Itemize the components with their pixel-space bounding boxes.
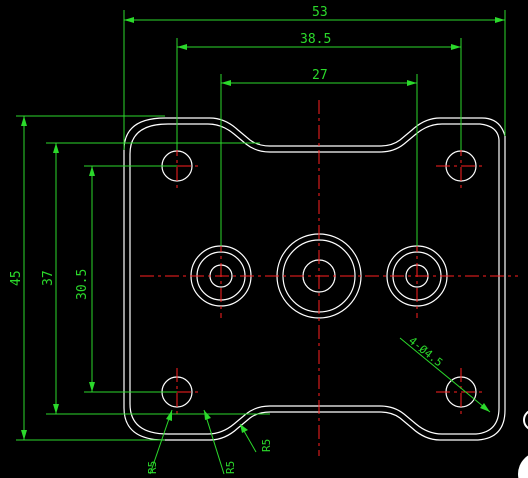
dim-inner-hole-spacing: 27 — [220, 68, 418, 246]
dim-38-5-label: 38.5 — [300, 32, 331, 47]
dim-37-label: 37 — [41, 270, 56, 286]
radius-callouts: R5 R5 R5 — [146, 409, 273, 475]
radius-label-2: R5 — [224, 461, 237, 474]
hole-callout-label: 4-Ø4.5 — [406, 334, 445, 369]
dim-outer-hole-spacing: 38.5 — [176, 32, 462, 150]
radius-label-1: R5 — [146, 461, 159, 474]
dim-53-label: 53 — [312, 5, 328, 20]
dim-inner-vertical: 30.5 — [75, 165, 177, 393]
radius-label-3: R5 — [260, 439, 273, 452]
dim-30-5-label: 30.5 — [75, 269, 90, 300]
hole-callout: 4-Ø4.5 — [399, 334, 491, 413]
dim-27-label: 27 — [312, 68, 328, 83]
dim-overall-width: 53 — [123, 5, 506, 150]
dim-overall-height: 45 — [9, 115, 165, 441]
edge-artifacts — [518, 410, 528, 478]
dim-45-label: 45 — [9, 270, 24, 286]
dim-outer-hole-vertical: 37 — [41, 142, 270, 415]
